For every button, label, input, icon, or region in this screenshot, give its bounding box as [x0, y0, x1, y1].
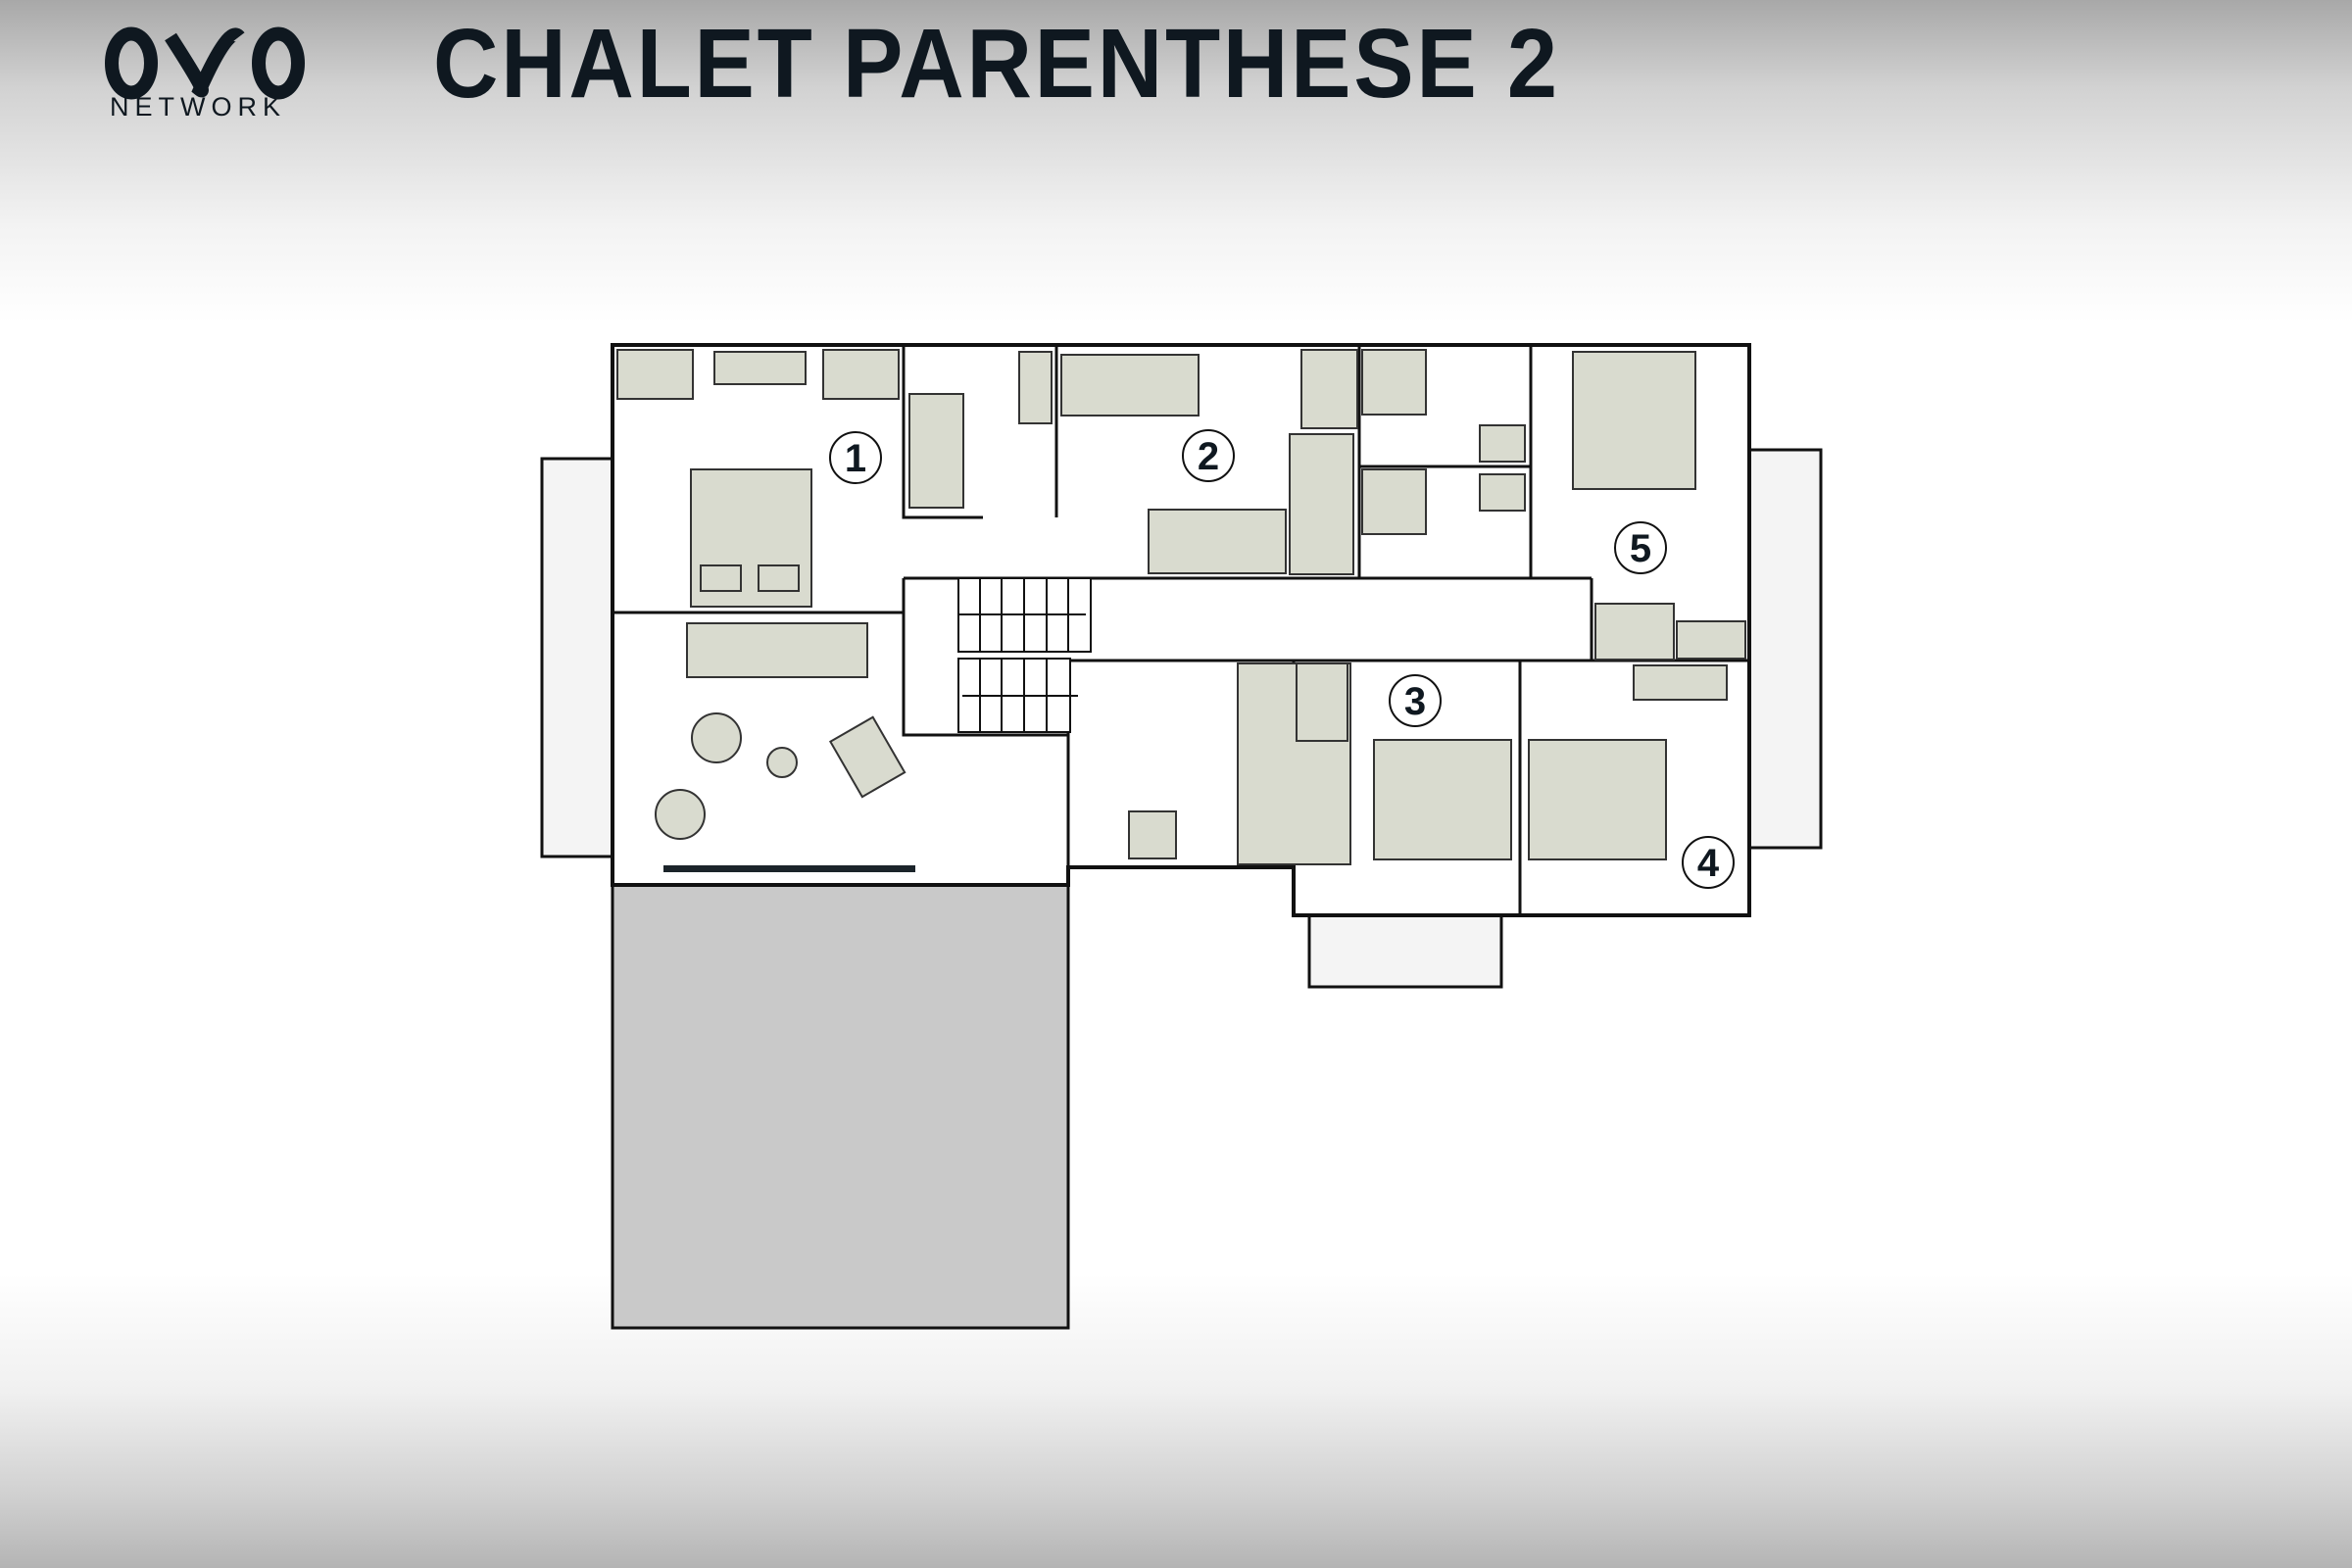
bed — [1373, 739, 1512, 860]
table — [1128, 810, 1177, 859]
svg-text:1: 1 — [845, 437, 866, 480]
room-3-label: 3 — [1389, 674, 1442, 727]
ovo-network-logo — [105, 26, 305, 100]
bed — [1528, 739, 1667, 860]
right-balcony — [1747, 448, 1823, 850]
staircase — [957, 577, 1092, 733]
tv-stand — [663, 865, 915, 872]
room-4-label: 4 — [1682, 836, 1735, 889]
room-1-label: 1 — [829, 431, 882, 484]
exterior-area — [611, 883, 1070, 1330]
bunk-bed — [1148, 509, 1287, 574]
svg-text:2: 2 — [1198, 435, 1219, 478]
page-title: CHALET PARENTHESE 2 — [433, 9, 1560, 119]
svg-text:4: 4 — [1697, 842, 1720, 885]
brand-name: NETWORK — [110, 92, 286, 122]
room-2-label: 2 — [1182, 429, 1235, 482]
bottom-balcony — [1307, 913, 1503, 989]
furniture — [616, 349, 1746, 865]
bed — [1572, 351, 1696, 490]
svg-text:5: 5 — [1630, 527, 1651, 570]
sofa — [686, 622, 868, 678]
bathtub — [908, 393, 964, 509]
svg-text:3: 3 — [1404, 680, 1426, 723]
room-5-label: 5 — [1614, 521, 1667, 574]
left-balcony — [540, 457, 614, 858]
bunk-bed — [1060, 354, 1200, 416]
